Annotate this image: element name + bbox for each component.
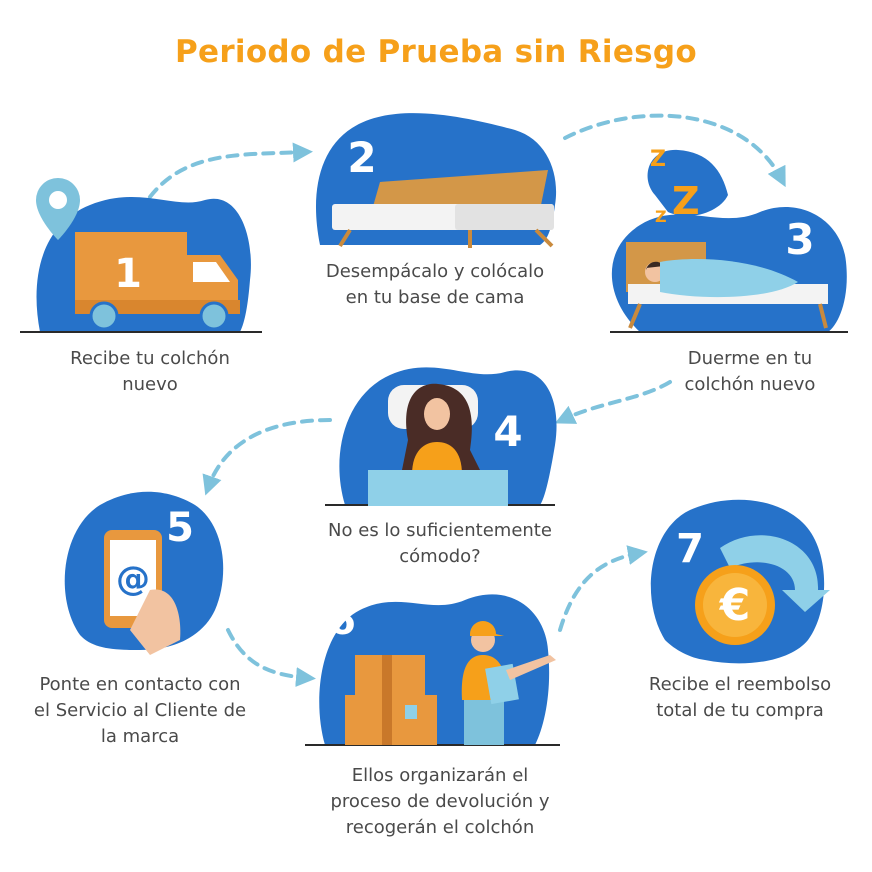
zzz-icon: Z Z Z bbox=[650, 147, 700, 226]
svg-text:Z: Z bbox=[655, 207, 667, 226]
euro-coin-icon: € bbox=[695, 565, 775, 645]
arrow-1-to-2 bbox=[138, 142, 313, 214]
svg-text:Z: Z bbox=[650, 147, 666, 172]
svg-text:Z: Z bbox=[672, 179, 700, 223]
step-3-number: 3 bbox=[785, 215, 814, 264]
step-6-number: 6 bbox=[328, 598, 356, 644]
step-6-illustration: 6 bbox=[305, 594, 560, 746]
step-1-illustration: 1 bbox=[20, 178, 262, 333]
step-3-illustration: 3 Z Z Z bbox=[610, 147, 848, 333]
page-title: Periodo de Prueba sin Riesgo bbox=[174, 34, 698, 70]
phone-icon: @ bbox=[104, 530, 181, 655]
arrow-3-to-4 bbox=[554, 380, 672, 424]
step-5-illustration: 5 @ bbox=[64, 491, 224, 655]
sleeping-bed-icon bbox=[626, 242, 828, 329]
email-at-icon: @ bbox=[116, 559, 150, 599]
boxes-icon bbox=[345, 655, 437, 745]
delivery-man-icon bbox=[461, 621, 556, 745]
step-4-illustration: 4 bbox=[325, 367, 557, 506]
arrow-4-to-5 bbox=[202, 418, 332, 496]
svg-text:€: € bbox=[719, 580, 751, 631]
step-2-illustration: 2 bbox=[315, 113, 557, 248]
uncomfortable-woman-icon bbox=[368, 383, 508, 506]
step-4-number: 4 bbox=[493, 407, 522, 456]
bed-icon bbox=[332, 170, 554, 248]
arrow-6-to-7 bbox=[558, 545, 648, 632]
step-7-number: 7 bbox=[676, 526, 704, 572]
step-7-illustration: 7 € bbox=[650, 499, 830, 664]
refund-arrow-icon bbox=[720, 535, 830, 612]
step-1-number: 1 bbox=[114, 251, 142, 297]
step-5-number: 5 bbox=[166, 505, 194, 551]
arrow-5-to-6 bbox=[226, 628, 316, 688]
arrow-2-to-3 bbox=[563, 113, 786, 188]
truck-icon bbox=[75, 232, 240, 331]
location-pin-icon bbox=[36, 178, 80, 240]
step-2-number: 2 bbox=[347, 133, 376, 182]
